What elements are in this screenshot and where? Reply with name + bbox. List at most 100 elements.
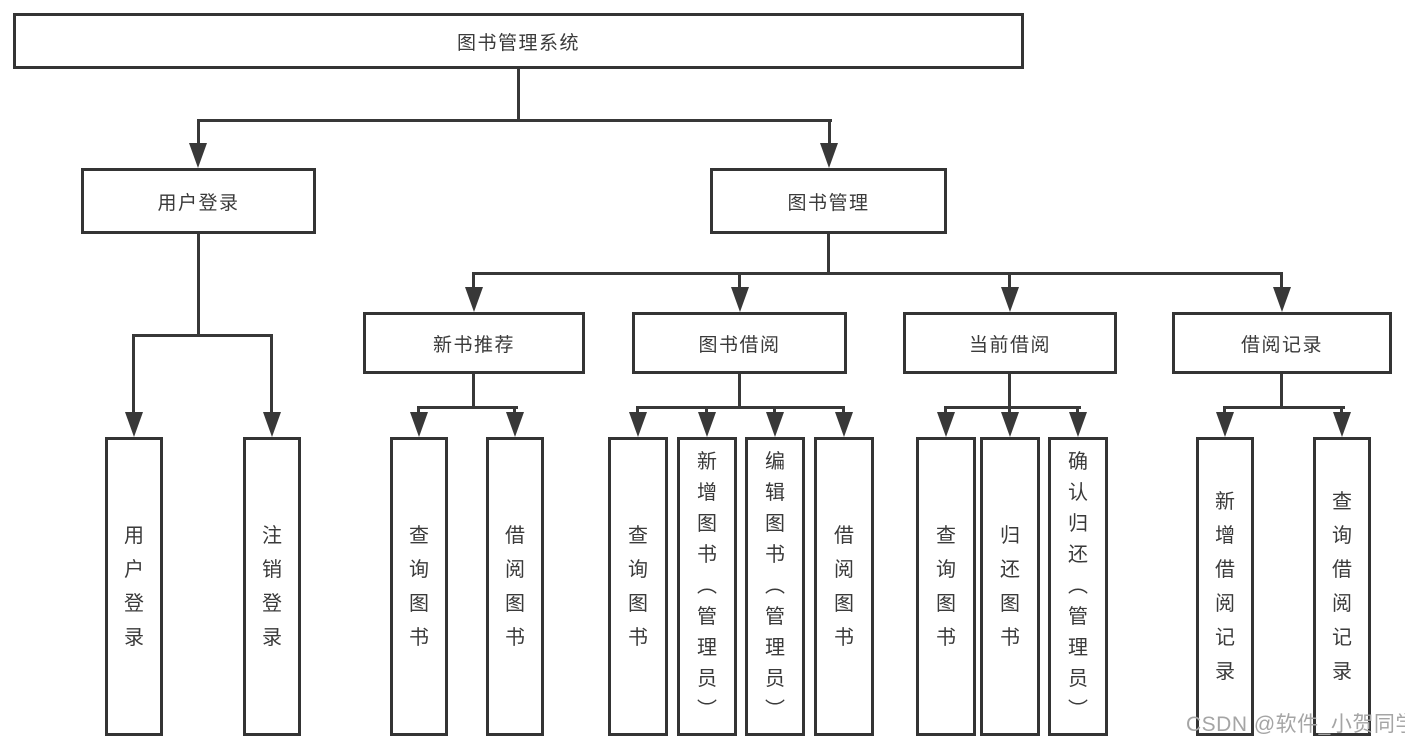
connector-drop bbox=[842, 406, 845, 416]
vertical-char: 注 bbox=[262, 524, 282, 547]
vertical-char: 书 bbox=[697, 544, 717, 566]
vertical-char: 理 bbox=[697, 637, 717, 659]
arrowhead-icon bbox=[629, 412, 647, 437]
arrowhead-icon bbox=[1069, 412, 1087, 437]
vertical-char: 管 bbox=[697, 606, 717, 628]
arrowhead-icon bbox=[820, 143, 838, 168]
node-borrow-record: 借阅记录 bbox=[1172, 312, 1392, 374]
connector-drop bbox=[1223, 406, 1226, 416]
node-user-login-label: 用户登录 bbox=[157, 192, 240, 214]
connector-drop bbox=[513, 406, 516, 416]
node-new-book-recommend-label: 新书推荐 bbox=[432, 334, 515, 356]
leaf-record-add-label: 新增借阅记录 bbox=[1199, 440, 1251, 733]
leaf-user-login-label: 用户登录 bbox=[108, 440, 160, 733]
vertical-char: 员 bbox=[1068, 668, 1088, 690]
leaf-current-query-label: 查询图书 bbox=[919, 440, 973, 733]
vertical-char: 归 bbox=[1068, 513, 1088, 535]
connector-currentborrow-stem bbox=[1008, 374, 1011, 409]
vertical-char: 记 bbox=[1215, 626, 1235, 649]
leaf-logout: 注销登录 bbox=[243, 437, 301, 736]
leaf-record-add: 新增借阅记录 bbox=[1196, 437, 1254, 736]
vertical-char: 书 bbox=[1000, 626, 1020, 649]
leaf-record-query-label: 查询借阅记录 bbox=[1316, 440, 1368, 733]
leaf-current-confirm-admin: 确认归还︵管理员︶ bbox=[1048, 437, 1108, 736]
vertical-char: 图 bbox=[505, 592, 525, 615]
arrowhead-icon bbox=[506, 412, 524, 437]
connector-newbook-stem bbox=[472, 374, 475, 409]
connector-drop bbox=[1008, 272, 1011, 290]
leaf-borrow-query-label: 查询图书 bbox=[611, 440, 665, 733]
vertical-char: 编 bbox=[765, 451, 785, 473]
vertical-char: 销 bbox=[262, 558, 282, 581]
vertical-char: 查 bbox=[409, 524, 429, 547]
arrowhead-icon bbox=[1273, 287, 1291, 312]
leaf-current-confirm-admin-label: 确认归还︵管理员︶ bbox=[1051, 440, 1105, 733]
vertical-char: 阅 bbox=[1215, 592, 1235, 615]
arrowhead-icon bbox=[766, 412, 784, 437]
connector-currentborrow-horizontal bbox=[944, 406, 1081, 409]
arrowhead-icon bbox=[263, 412, 281, 437]
vertical-char: 阅 bbox=[505, 558, 525, 581]
vertical-char: ︵ bbox=[765, 575, 785, 597]
vertical-char: 书 bbox=[628, 626, 648, 649]
vertical-char: 书 bbox=[834, 626, 854, 649]
arrowhead-icon bbox=[410, 412, 428, 437]
leaf-logout-label: 注销登录 bbox=[246, 440, 298, 733]
vertical-char: 理 bbox=[1068, 637, 1088, 659]
vertical-char: 确 bbox=[1068, 451, 1088, 473]
arrowhead-icon bbox=[125, 412, 143, 437]
connector-bookmgmt-horizontal bbox=[472, 272, 1283, 275]
connector-drop bbox=[944, 406, 947, 416]
vertical-char: ︶ bbox=[1068, 699, 1088, 721]
arrowhead-icon bbox=[698, 412, 716, 437]
vertical-char: 借 bbox=[505, 524, 525, 547]
vertical-char: 管 bbox=[1068, 606, 1088, 628]
vertical-char: 询 bbox=[409, 558, 429, 581]
arrowhead-icon bbox=[835, 412, 853, 437]
connector-borrowrecord-horizontal bbox=[1223, 406, 1345, 409]
vertical-char: 图 bbox=[697, 513, 717, 535]
vertical-char: 录 bbox=[262, 626, 282, 649]
vertical-char: 询 bbox=[936, 558, 956, 581]
vertical-char: 辑 bbox=[765, 482, 785, 504]
leaf-borrow-borrow: 借阅图书 bbox=[814, 437, 874, 736]
node-borrow-record-label: 借阅记录 bbox=[1240, 334, 1323, 356]
vertical-char: 登 bbox=[262, 592, 282, 615]
leaf-newbook-borrow-label: 借阅图书 bbox=[489, 440, 541, 733]
connector-drop bbox=[1340, 406, 1343, 416]
vertical-char: 记 bbox=[1332, 626, 1352, 649]
node-user-login: 用户登录 bbox=[81, 168, 316, 234]
vertical-char: 询 bbox=[628, 558, 648, 581]
arrowhead-icon bbox=[1216, 412, 1234, 437]
vertical-char: 员 bbox=[697, 668, 717, 690]
vertical-char: 图 bbox=[765, 513, 785, 535]
connector-drop bbox=[1008, 406, 1011, 416]
vertical-char: 录 bbox=[1215, 660, 1235, 683]
connector-drop bbox=[132, 334, 135, 414]
node-current-borrow: 当前借阅 bbox=[903, 312, 1117, 374]
vertical-char: 阅 bbox=[834, 558, 854, 581]
vertical-char: 还 bbox=[1000, 558, 1020, 581]
leaf-record-query: 查询借阅记录 bbox=[1313, 437, 1371, 736]
vertical-char: 增 bbox=[697, 482, 717, 504]
arrowhead-icon bbox=[1001, 287, 1019, 312]
leaf-current-return-label: 归还图书 bbox=[983, 440, 1037, 733]
vertical-char: 录 bbox=[124, 626, 144, 649]
connector-borrowrecord-stem bbox=[1280, 374, 1283, 409]
connector-drop bbox=[472, 272, 475, 290]
connector-drop bbox=[636, 406, 639, 416]
node-book-borrow: 图书借阅 bbox=[632, 312, 847, 374]
connector-drop bbox=[738, 272, 741, 290]
node-root: 图书管理系统 bbox=[13, 13, 1024, 69]
arrowhead-icon bbox=[1333, 412, 1351, 437]
leaf-borrow-add-admin-label: 新增图书︵管理员︶ bbox=[680, 440, 734, 733]
vertical-char: ︶ bbox=[697, 699, 717, 721]
vertical-char: 增 bbox=[1215, 524, 1235, 547]
node-root-label: 图书管理系统 bbox=[456, 32, 580, 54]
vertical-char: 书 bbox=[505, 626, 525, 649]
node-book-management-label: 图书管理 bbox=[787, 192, 870, 214]
vertical-char: 还 bbox=[1068, 544, 1088, 566]
node-book-borrow-label: 图书借阅 bbox=[698, 334, 781, 356]
vertical-char: 借 bbox=[1332, 558, 1352, 581]
